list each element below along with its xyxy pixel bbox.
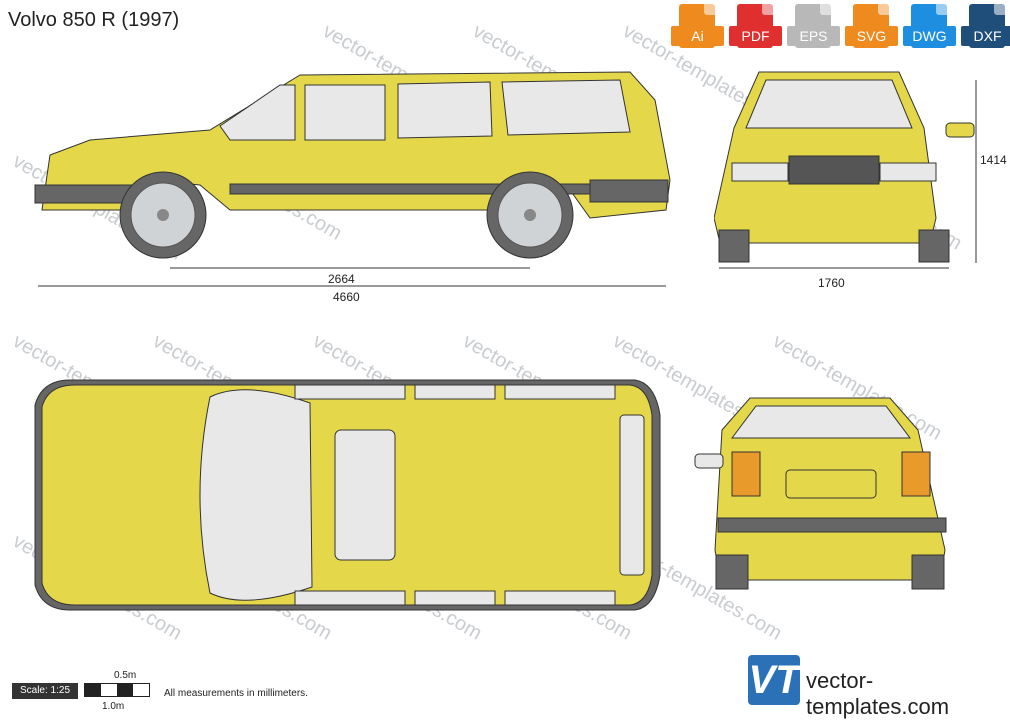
format-ai-button[interactable]: Ai (671, 4, 724, 50)
wheelbase-dimension: 2664 (328, 272, 355, 286)
vt-logo-icon: VT (748, 655, 800, 705)
scale-small-mark: 0.5m (114, 670, 137, 681)
format-eps-button[interactable]: EPS (787, 4, 840, 50)
length-dimension: 4660 (333, 290, 360, 304)
scale-large-mark: 1.0m (102, 701, 125, 712)
measurement-note: All measurements in millimeters. (164, 688, 308, 699)
format-dwg-label: DWG (903, 26, 956, 46)
rear-view-drawing (694, 397, 947, 590)
format-dwg-button[interactable]: DWG (903, 4, 956, 50)
format-ai-label: Ai (671, 26, 724, 46)
rear-wheel (486, 171, 574, 259)
height-dimension: 1414 (980, 153, 1007, 167)
scale-bar (84, 683, 150, 697)
top-view-drawing (34, 379, 661, 611)
scale-label: Scale: 1:25 (12, 683, 78, 699)
format-svg-button[interactable]: SVG (845, 4, 898, 50)
format-dxf-label: DXF (961, 26, 1010, 46)
format-pdf-button[interactable]: PDF (729, 4, 782, 50)
format-pdf-label: PDF (729, 26, 782, 46)
front-wheel (119, 171, 207, 259)
width-dimension: 1760 (818, 276, 845, 290)
format-buttons: Ai PDF EPS SVG DWG DXF (671, 4, 1010, 50)
format-dxf-button[interactable]: DXF (961, 4, 1010, 50)
front-view-drawing (714, 71, 977, 269)
format-eps-label: EPS (787, 26, 840, 46)
format-svg-label: SVG (845, 26, 898, 46)
side-view-drawing (34, 71, 671, 287)
page-title: Volvo 850 R (1997) (8, 9, 180, 31)
site-link[interactable]: vector-templates.com (806, 668, 950, 719)
